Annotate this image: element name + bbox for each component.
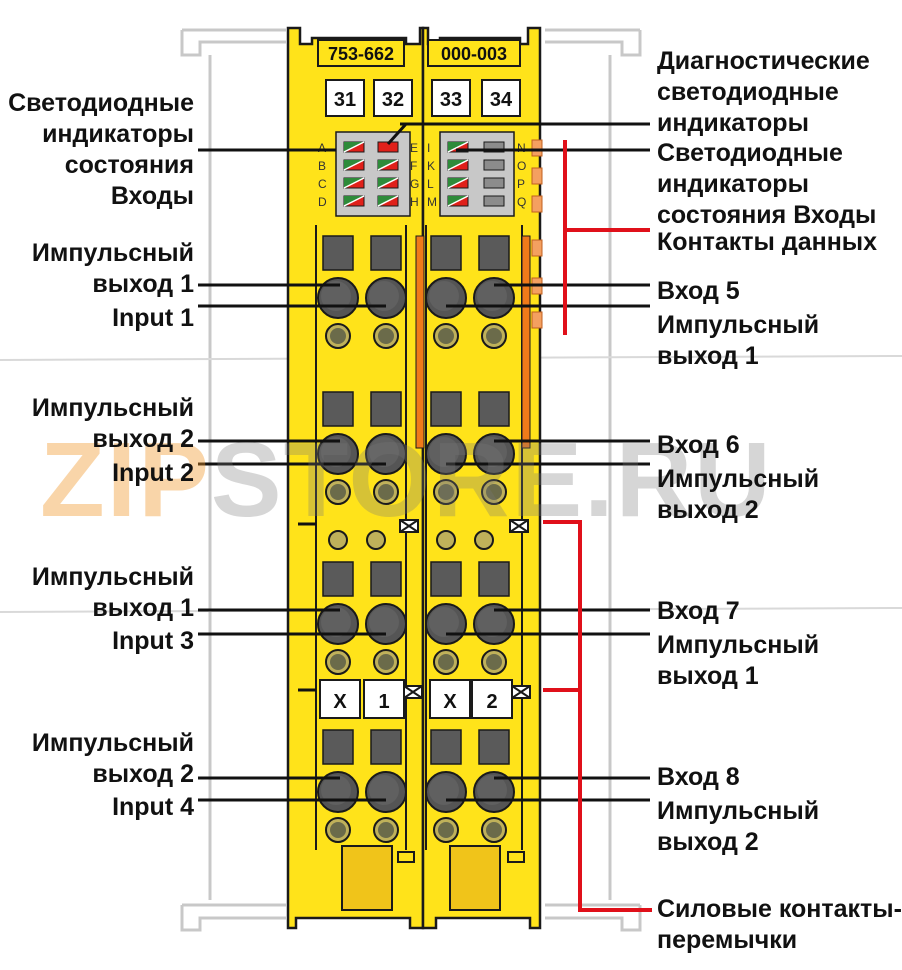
terminal [365, 391, 407, 505]
label-pulse-out-2a: Импульсный выход 2 [31, 394, 194, 453]
led-letter: K [427, 159, 435, 173]
led-green-red [343, 177, 365, 189]
terminal [425, 729, 467, 843]
led-green-red [343, 141, 365, 153]
led-letter: G [410, 177, 419, 191]
led-green-red [447, 141, 469, 153]
label-input-2: Input 2 [112, 459, 194, 487]
slot-number: 32 [382, 89, 404, 111]
led-letter: A [318, 141, 326, 155]
led-gray [483, 159, 505, 171]
data-contact [531, 239, 543, 257]
led-green-red [447, 195, 469, 207]
label-pulse-out-1a-right: Импульсный выход 1 [657, 311, 820, 370]
slot-number: 34 [490, 89, 513, 111]
small-contacts-row [328, 530, 494, 550]
led-indicators [343, 141, 505, 207]
data-contact [531, 167, 543, 185]
led-letter: N [517, 141, 526, 155]
marker-text: X [443, 691, 457, 713]
right-header-text: 000-003 [441, 44, 507, 64]
label-status-leds-right: Светодиодные индикаторы состояния Входы [657, 139, 877, 229]
led-letter: M [427, 195, 437, 209]
led-letter: B [318, 159, 326, 173]
left-header-box [317, 39, 405, 67]
orange-strip-right [521, 235, 531, 449]
slot-number: 31 [334, 89, 356, 111]
led-letter: E [410, 141, 418, 155]
led-letter: L [427, 177, 434, 191]
label-diag-leds: Диагностические светодиодные индикаторы [657, 47, 870, 137]
terminal [365, 561, 407, 675]
label-input-4: Input 4 [112, 793, 194, 821]
led-green-red [343, 195, 365, 207]
led-green-red [447, 177, 469, 189]
label-power-jumpers: Силовые контакты- перемычки [657, 895, 902, 954]
label-pulse-out-1a: Импульсный выход 1 [31, 239, 194, 298]
terminal [317, 235, 359, 349]
orange-strip-left [415, 235, 425, 449]
label-pulse-out-2a-right: Импульсный выход 2 [657, 465, 820, 524]
marker-text: 2 [486, 691, 497, 713]
marker-text: X [333, 691, 347, 713]
label-pulse-out-2b-right: Импульсный выход 2 [657, 797, 820, 856]
led-gray [483, 141, 505, 153]
data-contact [531, 311, 543, 329]
label-input-3: Input 3 [112, 627, 194, 655]
marker-cards: X 1 X 2 [319, 679, 513, 719]
label-input-7: Вход 7 [657, 597, 740, 625]
terminal [365, 235, 407, 349]
led-green-red [447, 159, 469, 171]
terminal [425, 391, 467, 505]
terminal [365, 729, 407, 843]
watermark: ZIPSTORE.RU [40, 421, 773, 539]
label-pulse-out-1b: Импульсный выход 1 [31, 563, 194, 622]
terminal [317, 729, 359, 843]
led-letter: H [410, 195, 419, 209]
bottom-latch [341, 845, 525, 911]
label-pulse-out-1b-right: Импульсный выход 1 [657, 631, 820, 690]
led-letter: O [517, 159, 526, 173]
din-rail [180, 28, 642, 932]
terminal [425, 561, 467, 675]
label-status-leds-left: Светодиодные индикаторы состояния Входы [8, 89, 194, 210]
label-input-1: Input 1 [112, 304, 194, 332]
terminal [425, 235, 467, 349]
left-header-text: 753-662 [328, 44, 394, 64]
led-gray [483, 195, 505, 207]
led-letter: I [427, 141, 430, 155]
callout-lines [198, 122, 650, 802]
led-letter: D [318, 195, 327, 209]
led-green-red [377, 159, 399, 171]
led-letter: C [318, 177, 327, 191]
label-input-5: Вход 5 [657, 277, 740, 305]
data-contact [531, 195, 543, 213]
terminal [473, 235, 515, 349]
red-brackets [543, 140, 652, 912]
led-green-red [377, 195, 399, 207]
led-letter: F [410, 159, 417, 173]
label-input-8: Вход 8 [657, 763, 740, 791]
right-header-box [427, 39, 521, 67]
led-gray [483, 177, 505, 189]
terminal [473, 729, 515, 843]
slot-number: 33 [440, 89, 462, 111]
led-letter: Q [517, 195, 526, 209]
led-green-red [377, 177, 399, 189]
marker-text: 1 [378, 691, 389, 713]
led-letter: P [517, 177, 525, 191]
slot-numbers: 31 32 33 34 [325, 79, 521, 117]
data-contact [531, 139, 543, 157]
led-green-red [343, 159, 365, 171]
callout-line [386, 122, 408, 146]
label-pulse-out-2b: Импульсный выход 2 [31, 729, 194, 788]
label-data-contacts: Контакты данных [657, 228, 878, 256]
label-input-6: Вход 6 [657, 431, 740, 459]
marker-ticks [298, 522, 316, 692]
